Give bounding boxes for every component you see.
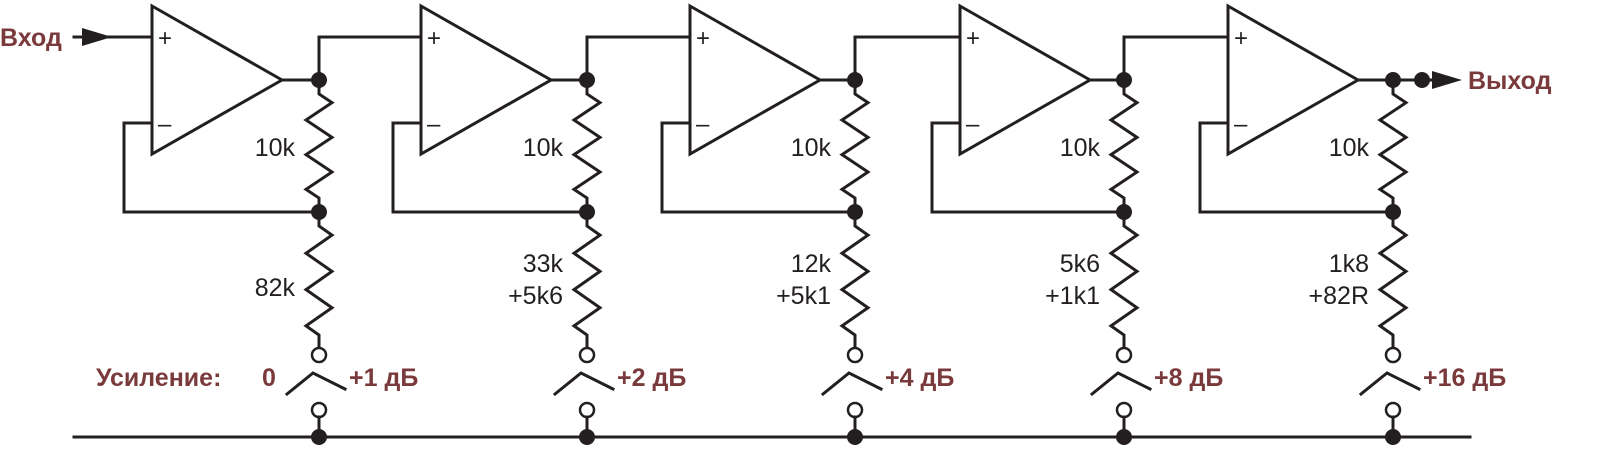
stage-3-feedback-resistor-label: 10k [791,134,832,162]
stage-1-opamp [150,3,286,157]
stage-2-junction-dot [579,204,595,220]
stage-4-plus-sign: + [966,25,980,52]
interstage-wire-3 [853,35,962,82]
output-label: Выход [1468,67,1552,95]
stage-2-switch-lever [552,371,616,397]
stage-1-plus-sign: + [158,25,172,52]
stage-1-junction-dot [311,204,327,220]
stage-1-switch-top-contact [310,346,328,364]
stage-2-opamp [419,3,555,157]
input-label: Вход [0,24,62,52]
stage-4-feedback-wire [930,121,1126,214]
stage-2-gain-label: +2 дБ [617,364,686,392]
output-arrow [1432,71,1462,89]
stage-5-switch-top-contact [1384,346,1402,364]
stage-5-plus-sign: + [1234,25,1248,52]
stage-3-junction-dot [847,429,863,445]
stage-2-plus-sign: + [427,25,441,52]
stage-5-feedback-resistor-label: 10k [1329,134,1370,162]
stage-3-switch-lever [820,371,884,397]
stage-5-ground-resistor [1377,212,1409,349]
stage-2-ground-resistor-label: 33k [523,250,564,278]
stage-5-switch-lever [1358,371,1422,397]
stage-4-ground-resistor [1108,212,1140,349]
stage-4-switch-bottom-contact [1115,401,1133,419]
stage-5-junction-dot [1385,429,1401,445]
stage-3-switch-top-contact [846,346,864,364]
stage-5-switch-bottom-contact [1384,401,1402,419]
stage-2-feedback-wire [391,121,589,214]
stage-1-feedback-wire [122,121,321,214]
stage-1-switch-lever [284,371,348,397]
stage-1-minus-sign: – [158,111,172,138]
input-arrow [82,28,112,46]
stage-4-opamp [958,3,1094,157]
stage-5-feedback-resistor [1377,80,1409,212]
stage-2-switch-top-contact [578,346,596,364]
stage-2-feedback-resistor-label: 10k [523,134,564,162]
stage-5-ground-resistor-label: 1k8 [1329,250,1369,278]
stage-5-minus-sign: – [1234,111,1248,138]
stage-4-minus-sign: – [966,111,980,138]
stage-3-junction-dot [847,204,863,220]
stage-3-feedback-resistor [839,80,871,212]
interstage-wire-1 [317,35,423,82]
stage-3-gain-label: +4 дБ [885,364,954,392]
stage-3-plus-sign: + [696,25,710,52]
stage-3-opamp [688,3,824,157]
stage-3-switch-bottom-contact [846,401,864,419]
stage-2-switch-bottom-contact [578,401,596,419]
stage-2-ground-resistor-label: +5k6 [508,282,563,310]
stage-5-opamp [1226,3,1362,157]
stage-1-feedback-resistor [303,80,335,212]
stage-4-ground-resistor-label: +1k1 [1045,282,1100,310]
stage-5-ground-resistor-label: +82R [1309,282,1369,310]
output-junction-dot [1414,72,1430,88]
stage-4-feedback-resistor-label: 10k [1060,134,1101,162]
stage-4-feedback-resistor [1108,80,1140,212]
stage-3-feedback-wire [660,121,857,214]
stage-4-junction-dot [1116,204,1132,220]
gain-zero-label: 0 [262,364,276,392]
stage-5-feedback-wire [1198,121,1395,214]
stage-2-ground-resistor [571,212,603,349]
stage-5-junction-dot [1385,204,1401,220]
stage-3-minus-sign: – [696,111,710,138]
stage-4-switch-lever [1089,371,1153,397]
stage-5-gain-label: +16 дБ [1423,364,1506,392]
stage-4-switch-top-contact [1115,346,1133,364]
stage-3-ground-resistor-label: +5k1 [776,282,831,310]
interstage-wire-4 [1122,35,1230,82]
stage-1-feedback-resistor-label: 10k [255,134,296,162]
gain-caption: Усиление: [96,364,221,392]
stage-4-gain-label: +8 дБ [1154,364,1223,392]
stage-1-gain-label: +1 дБ [349,364,418,392]
stage-1-ground-resistor [303,212,335,349]
stage-1-junction-dot [311,429,327,445]
stage-1-switch-bottom-contact [310,401,328,419]
stage-1-ground-resistor-label: 82k [255,274,296,302]
stage-4-ground-resistor-label: 5k6 [1060,250,1100,278]
stage-4-junction-dot [1116,429,1132,445]
stage-2-feedback-resistor [571,80,603,212]
stage-3-ground-resistor-label: 12k [791,250,832,278]
interstage-wire-2 [585,35,692,82]
stage-2-minus-sign: – [427,111,441,138]
stage-2-junction-dot [579,429,595,445]
stage-3-ground-resistor [839,212,871,349]
